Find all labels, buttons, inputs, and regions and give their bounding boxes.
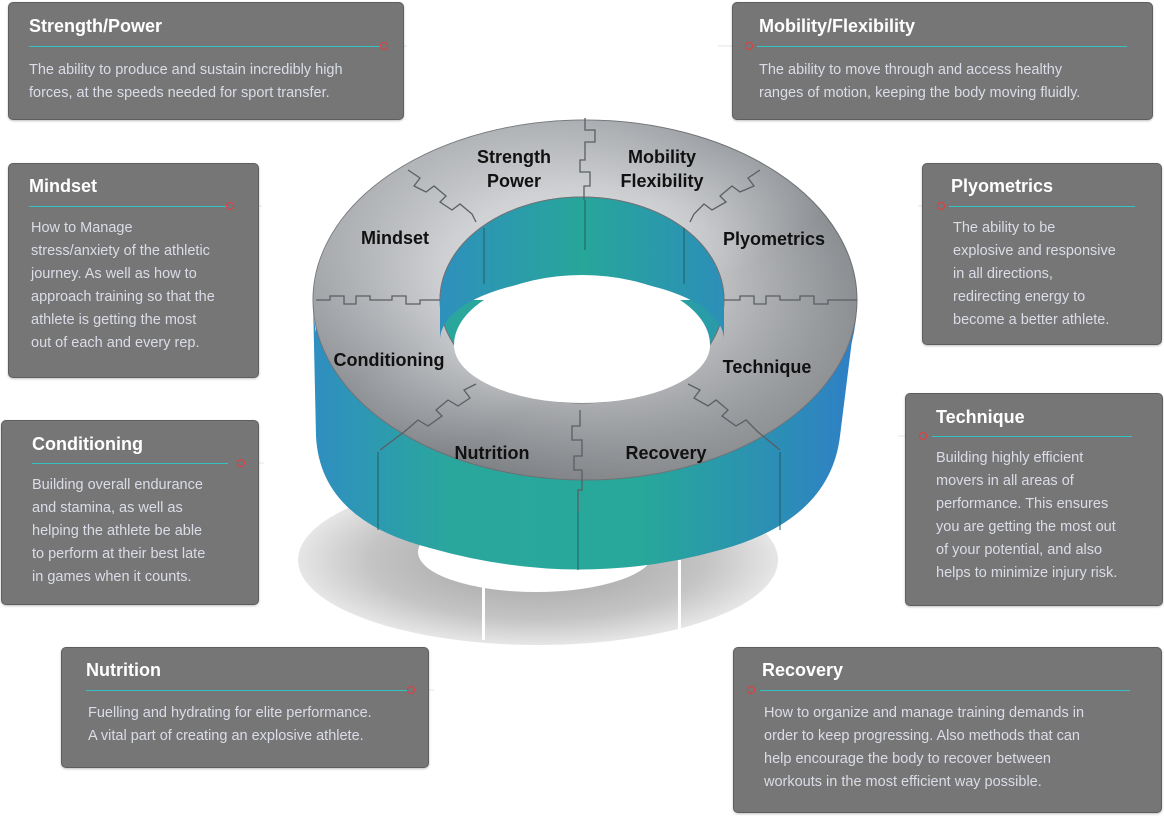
desc-line: approach training so that the — [31, 289, 215, 305]
card-description: The ability to produce and sustain incre… — [29, 59, 343, 105]
card-divider — [32, 463, 228, 464]
segment-label-strength-1: Strength — [477, 147, 551, 167]
marker-icon — [380, 42, 388, 50]
desc-line: and stamina, as well as — [32, 500, 183, 516]
connector-mobility — [718, 45, 734, 47]
card-mobility-flexibility: Mobility/Flexibility The ability to move… — [732, 2, 1153, 120]
desc-line: The ability to move through and access h… — [759, 62, 1063, 78]
desc-line: ranges of motion, keeping the body movin… — [759, 85, 1081, 101]
ring-inner-wall — [440, 197, 724, 340]
desc-line: in games when it counts. — [32, 569, 192, 585]
card-description: Building highly efficient movers in all … — [936, 447, 1117, 585]
desc-line: helps to minimize injury risk. — [936, 565, 1118, 581]
card-divider — [757, 46, 1127, 47]
desc-line: Building highly efficient — [936, 450, 1084, 466]
segment-label-mobility-1: Mobility — [628, 147, 696, 167]
desc-line: journey. As well as how to — [31, 266, 197, 282]
card-strength-power: Strength/Power The ability to produce an… — [8, 2, 404, 120]
card-divider — [29, 206, 227, 207]
desc-line: The ability to be — [953, 220, 1056, 236]
card-description: Fuelling and hydrating for elite perform… — [88, 702, 372, 748]
desc-line: of your potential, and also — [936, 542, 1103, 558]
marker-icon — [407, 686, 415, 694]
card-divider — [86, 690, 408, 691]
card-title: Plyometrics — [951, 176, 1054, 196]
desc-line: in all directions, — [953, 266, 1053, 282]
desc-line: How to organize and manage training dema… — [764, 705, 1085, 721]
desc-line: athlete is getting the most — [31, 312, 197, 328]
segment-label-mobility-2: Flexibility — [620, 171, 703, 191]
desc-line: The ability to produce and sustain incre… — [29, 62, 343, 78]
desc-line: help encourage the body to recover betwe… — [764, 751, 1051, 767]
desc-line: to perform at their best late — [32, 546, 206, 562]
card-title: Nutrition — [86, 660, 161, 680]
card-divider — [760, 690, 1130, 691]
desc-line: performance. This ensures — [936, 496, 1109, 512]
card-description: How to Manage stress/anxiety of the athl… — [31, 217, 215, 355]
segment-label-conditioning: Conditioning — [334, 350, 445, 370]
desc-line: you are getting the most out — [936, 519, 1116, 535]
desc-line: How to Manage — [31, 220, 133, 236]
card-divider — [932, 436, 1132, 437]
marker-icon — [919, 432, 927, 440]
desc-line: order to keep progressing. Also methods … — [764, 728, 1080, 744]
card-mindset: Mindset How to Manage stress/anxiety of … — [8, 163, 259, 378]
segment-label-plyometrics: Plyometrics — [723, 229, 825, 249]
desc-line: out of each and every rep. — [31, 335, 200, 351]
desc-line: helping the athlete be able — [32, 523, 203, 539]
segment-label-strength-2: Power — [487, 171, 541, 191]
card-description: The ability to move through and access h… — [759, 59, 1080, 105]
segment-seams — [316, 118, 857, 512]
segment-label-mindset: Mindset — [361, 228, 429, 248]
marker-icon — [745, 42, 753, 50]
desc-line: stress/anxiety of the athletic — [31, 243, 210, 259]
segment-label-nutrition: Nutrition — [455, 443, 530, 463]
desc-line: redirecting energy to — [953, 289, 1086, 305]
card-description: Building overall endurance and stamina, … — [32, 474, 205, 589]
card-title: Technique — [936, 407, 1025, 427]
desc-line: workouts in the most efficient way possi… — [764, 774, 1042, 790]
card-title: Recovery — [762, 660, 844, 680]
marker-icon — [237, 459, 245, 467]
desc-line: explosive and responsive — [953, 243, 1116, 259]
card-conditioning: Conditioning Building overall endurance … — [1, 420, 259, 605]
marker-icon — [747, 686, 755, 694]
card-plyometrics: Plyometrics The ability to be explosive … — [922, 163, 1162, 345]
card-title: Strength/Power — [29, 16, 163, 36]
segment-label-recovery: Recovery — [625, 443, 706, 463]
card-divider — [949, 206, 1135, 207]
card-description: How to organize and manage training dema… — [764, 702, 1084, 794]
desc-line: Fuelling and hydrating for elite perform… — [88, 705, 372, 721]
desc-line: become a better athlete. — [953, 312, 1110, 328]
desc-line: movers in all areas of — [936, 473, 1074, 489]
card-title: Mobility/Flexibility — [759, 16, 916, 36]
marker-icon — [937, 202, 945, 210]
card-nutrition: Nutrition Fuelling and hydrating for eli… — [61, 647, 429, 768]
desc-line: A vital part of creating an explosive at… — [88, 728, 364, 744]
segment-label-technique: Technique — [723, 357, 812, 377]
card-technique: Technique Building highly efficient move… — [905, 393, 1163, 606]
card-title: Mindset — [29, 176, 98, 196]
card-title: Conditioning — [32, 434, 143, 454]
card-description: The ability to be explosive and responsi… — [953, 217, 1116, 332]
desc-line: forces, at the speeds needed for sport t… — [29, 85, 330, 101]
card-recovery: Recovery How to organize and manage trai… — [733, 647, 1162, 813]
card-divider — [29, 46, 381, 47]
marker-icon — [226, 202, 234, 210]
desc-line: Building overall endurance — [32, 477, 203, 493]
